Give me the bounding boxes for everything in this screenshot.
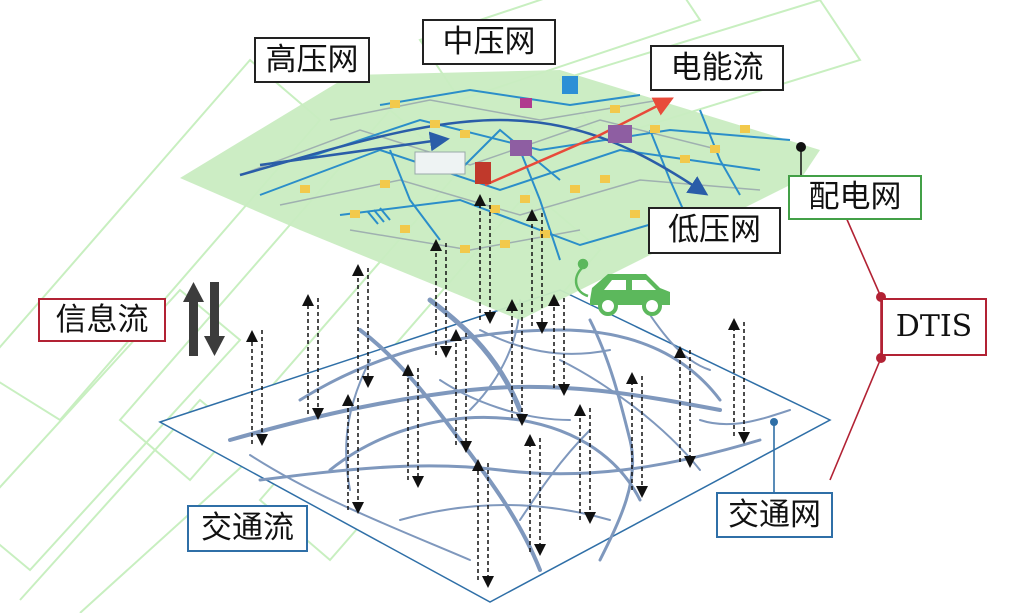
substation-nodes (300, 100, 750, 253)
road-network (228, 297, 791, 572)
label-medium-voltage: 中压网 (422, 19, 556, 65)
charging-plug-icon (574, 258, 589, 298)
power-equipment (367, 76, 632, 225)
power-layer (180, 70, 820, 320)
label-traffic-network: 交通网 (716, 492, 833, 538)
traffic-layer (158, 289, 832, 603)
info-flow-arrows-icon (183, 282, 225, 356)
label-energy-flow: 电能流 (650, 45, 784, 91)
traffic-plane (158, 289, 832, 603)
ev-car-icon (590, 274, 670, 316)
info-flow-dashed-arrows (246, 194, 750, 588)
high-voltage-lines (239, 118, 709, 196)
label-distribution-network: 配电网 (788, 175, 922, 220)
label-high-voltage: 高压网 (254, 37, 370, 83)
power-plane (180, 70, 820, 320)
energy-flow-arrow (484, 97, 674, 187)
label-low-voltage: 低压网 (648, 207, 781, 254)
label-traffic-flow: 交通流 (187, 505, 308, 552)
dtis-connectors (829, 214, 882, 481)
medium-voltage-lines (259, 88, 791, 261)
traffic-network-pin (770, 418, 778, 426)
label-dtis: DTIS (881, 298, 987, 356)
label-information-flow: 信息流 (38, 298, 166, 342)
